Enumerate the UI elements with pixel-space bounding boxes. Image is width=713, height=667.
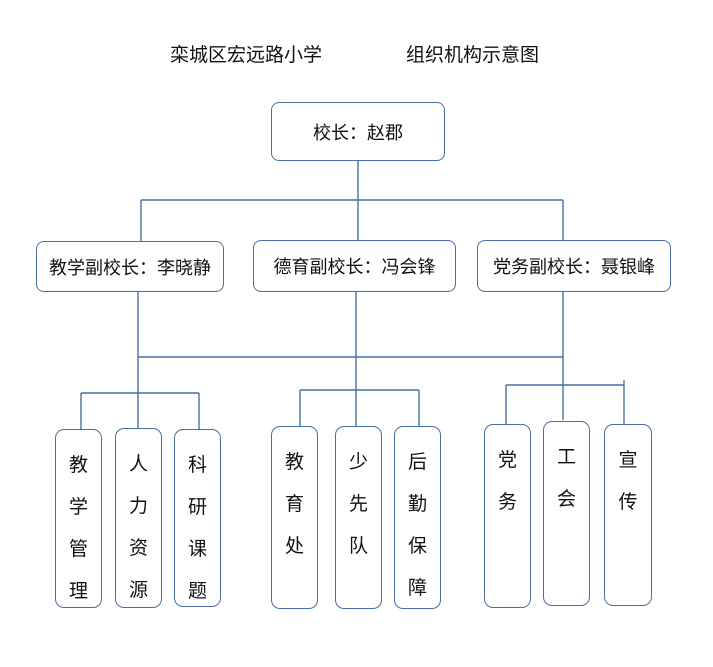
dept-research-projects: 科研课题: [174, 429, 221, 607]
dept-education-office: 教育处: [271, 426, 318, 609]
dept-young-pioneers: 少先队: [335, 426, 382, 609]
dept-party-affairs: 党务: [484, 424, 531, 608]
vice-principal-moral: 德育副校长：冯会锋: [253, 240, 456, 292]
chart-title: 组织机构示意图: [406, 44, 540, 66]
dept-labor-union: 工会: [543, 421, 590, 606]
principal-box: 校长：赵郡: [271, 102, 445, 161]
dept-publicity: 宣传: [604, 424, 652, 606]
school-name: 栾城区宏远路小学: [170, 44, 323, 66]
dept-human-resources: 人力资源: [115, 428, 162, 608]
dept-teaching-management: 教学管理: [55, 429, 102, 608]
vice-principal-teaching: 教学副校长：李晓静: [36, 241, 224, 292]
vice-principal-party: 党务副校长：聂银峰: [477, 240, 671, 292]
dept-logistics: 后勤保障: [394, 426, 441, 609]
